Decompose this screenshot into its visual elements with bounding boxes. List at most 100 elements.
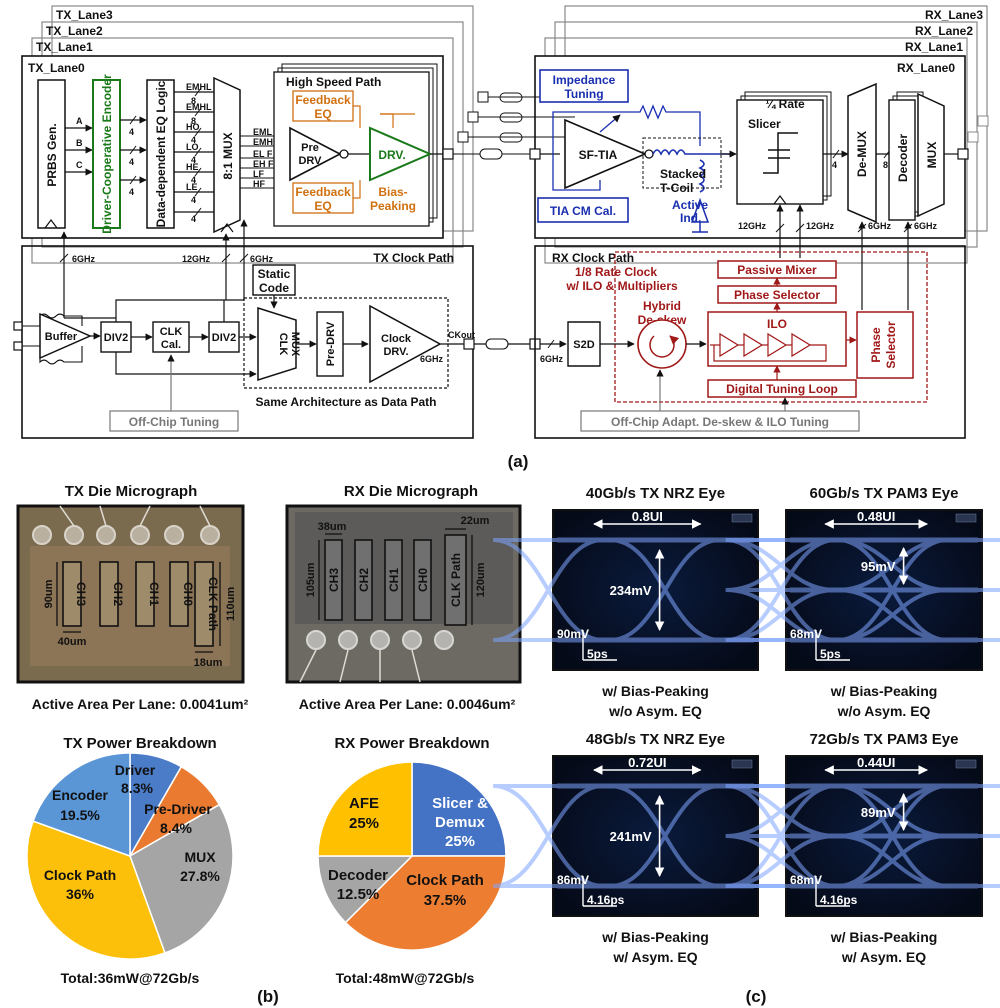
rx-die-ch3: CH3 <box>327 568 341 592</box>
clk-cal-label1: CLK <box>160 326 183 338</box>
top-diagram: TX_Lane3 TX_Lane2 TX_Lane1 RX_Lane3 RX_L… <box>13 5 989 471</box>
rx-clk-12ghz-1: 12GHz <box>738 221 767 231</box>
clock-drv-triangle <box>369 304 442 384</box>
pre-drv-label: Pre-DRV <box>325 321 337 366</box>
rx-total: Total:48mW@72Gb/s <box>336 970 475 986</box>
tx-die-dim-w: 40um <box>58 636 87 648</box>
eye-amp-1: 95mV <box>861 559 896 574</box>
rx-die-section: RX Die Micrograph CH3 CH2 CH1 CH0 CLK <box>285 483 522 712</box>
rx-pie-label-decoder-name: Decoder <box>328 867 388 884</box>
impedance-tuning-block <box>539 69 629 103</box>
tx-die-ch0: CH0 <box>181 582 195 606</box>
clk-mux-label1: CLK <box>277 333 289 356</box>
rx-mux-label: MUX <box>925 142 939 169</box>
rx-lane2-label: RX_Lane2 <box>915 24 973 38</box>
eye-scale-t-0: 5ps <box>587 647 608 661</box>
eye-amp-0: 234mV <box>610 583 652 598</box>
sf-tia-label: SF-TIA <box>579 148 618 162</box>
encoder-label: Driver-Cooperative Encoder <box>100 74 114 234</box>
encoder-block <box>92 79 121 229</box>
div2-label-2: DIV2 <box>212 332 236 344</box>
quarter-rate-label: ¼ Rate <box>765 97 805 111</box>
eq-sig-4-5: 4 <box>191 214 196 224</box>
decoder-label: Decoder <box>896 134 910 182</box>
tx-pie-label-predriver-name: Pre-Driver <box>144 801 212 817</box>
tx-lane0-label: TX_Lane0 <box>28 61 85 75</box>
feedback-eq-bottom-label2: EQ <box>314 199 331 213</box>
rx-pie-slice-3 <box>317 761 413 857</box>
clock-drv-label2: DRV. <box>383 346 408 358</box>
eye-traces-1 <box>725 537 1000 643</box>
eye-scope-tag-2 <box>731 759 753 769</box>
eye-traces-0 <box>493 537 801 643</box>
rx-bus-4: 4 <box>832 160 837 170</box>
eye-note1-2: w/ Bias-Peaking <box>601 929 709 945</box>
rx-die-ch0: CH0 <box>416 568 430 592</box>
eye-scale-v-2: 86mV <box>557 873 589 887</box>
eye-ui-2: 0.72UI <box>628 755 666 770</box>
label-c: (c) <box>746 987 767 1006</box>
impedance-label1: Impedance <box>553 73 616 87</box>
rx-lane3-label: RX_Lane3 <box>925 8 983 22</box>
mux-out-hf: HF <box>253 179 265 189</box>
eye-amp-2: 241mV <box>610 829 652 844</box>
bus-width-2: 4 <box>129 157 134 167</box>
ilo-delay-cells <box>710 332 827 362</box>
rx-pie-slice-2 <box>317 855 414 924</box>
digital-tuning-loop-block <box>707 379 857 398</box>
eye-scale-v-3: 68mV <box>790 873 822 887</box>
eq-sig-ho: HO <box>186 122 200 132</box>
rx-power-chart: RX Power Breakdown Slicer & Demux 25% Cl… <box>317 735 507 986</box>
rx-clk-in-6ghz: 6GHz <box>540 354 564 364</box>
eye-panel-3: 72Gb/s TX PAM3 Eye0.44UI89mV68mV4.16psw/… <box>725 731 1000 965</box>
eq-sig-4-4: 4 <box>191 195 196 205</box>
tx-clk-6ghz-2: 6GHz <box>250 254 274 264</box>
eye-scale-t-3: 4.16ps <box>820 893 858 907</box>
rx-pie-label-clock-val: 37.5% <box>424 892 467 909</box>
tx-clock-path-label: TX Clock Path <box>373 251 454 265</box>
rx-pie-title: RX Power Breakdown <box>334 735 489 752</box>
hybrid-label1: Hybrid <box>643 299 681 313</box>
rx-die-dim-h: 105um <box>305 562 317 597</box>
eye-ui-3: 0.44UI <box>857 755 895 770</box>
active-ind-label2: Ind. <box>680 211 701 225</box>
div2-label-1: DIV2 <box>104 332 128 344</box>
eye-title-1: 60Gb/s TX PAM3 Eye <box>810 485 959 502</box>
rate-clock-label2: w/ ILO & Multipliers <box>565 279 678 293</box>
rx-lane0-label: RX_Lane0 <box>897 61 955 75</box>
eq-sig-4-3: 4 <box>191 175 196 185</box>
ckout-label: CKout <box>448 330 475 340</box>
prbs-gen-block <box>37 79 66 229</box>
eye-scale-v-0: 90mV <box>557 627 589 641</box>
tx-pie-label-driver-val: 8.3% <box>121 780 153 796</box>
tx-clk-12ghz: 12GHz <box>182 254 211 264</box>
pre-drv-block <box>316 311 344 377</box>
eye-ui-0: 0.8UI <box>632 509 663 524</box>
s2d-block <box>567 321 601 367</box>
hybrid-deskew-circle <box>637 319 687 369</box>
rx-pie-label-afe-name: AFE <box>349 795 379 812</box>
tx-pie-slice-3 <box>26 820 166 960</box>
clk-mux-label2: MUX <box>289 332 301 357</box>
tx-die-ch2: CH2 <box>111 582 125 606</box>
rx-clock-path-box <box>534 245 966 439</box>
tx-die-title: TX Die Micrograph <box>65 483 198 500</box>
rx-die-title: RX Die Micrograph <box>344 483 478 500</box>
demux-label: De-MUX <box>855 131 869 177</box>
tx-pie-label-encoder-name: Encoder <box>52 787 109 803</box>
buffer-triangle <box>39 312 92 360</box>
rx-clk-12ghz-2: 12GHz <box>806 221 835 231</box>
same-arch-label: Same Architecture as Data Path <box>256 395 437 409</box>
feedback-eq-top-label1: Feedback <box>295 93 351 107</box>
rx-clock-path-label: RX Clock Path <box>552 251 634 265</box>
tx-lane1-label: TX_Lane1 <box>36 40 93 54</box>
mux-out-lf: LF <box>253 169 264 179</box>
rx-die-clk: CLK Path <box>449 553 463 607</box>
rx-pie-label-slicer-name1: Slicer & <box>432 795 488 812</box>
eq-logic-label: Data-dependent EQ Logic <box>154 80 168 227</box>
static-code-label1: Static <box>258 267 291 281</box>
off-chip-tuning-box <box>109 410 239 432</box>
rx-pie-slice-1 <box>344 855 507 951</box>
decoder-block <box>888 99 916 221</box>
